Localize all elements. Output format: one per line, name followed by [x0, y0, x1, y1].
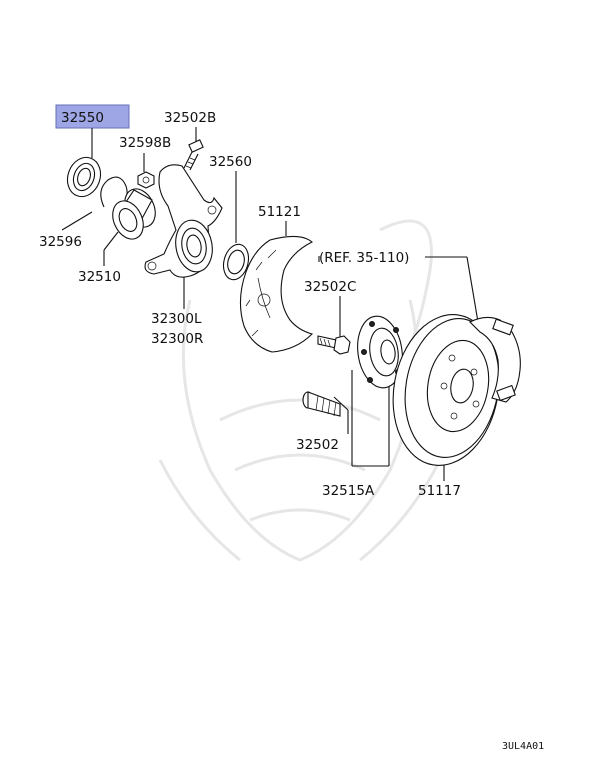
- label-32598b[interactable]: 32598B: [119, 135, 171, 151]
- label-32502[interactable]: 32502: [296, 437, 339, 453]
- label-32596[interactable]: 32596: [39, 234, 82, 250]
- diagram-code: 3UL4A01: [502, 741, 544, 752]
- label-32502c[interactable]: 32502C: [304, 279, 356, 295]
- label-ref-35-110[interactable]: (REF. 35-110): [319, 250, 409, 266]
- label-32560[interactable]: 32560: [209, 154, 252, 170]
- label-32300l[interactable]: 32300L: [151, 311, 202, 327]
- label-32515a[interactable]: 32515A: [322, 483, 375, 499]
- seal-32560: [222, 243, 250, 281]
- label-32502b[interactable]: 32502B: [164, 110, 216, 126]
- label-32550[interactable]: 32550: [61, 110, 104, 126]
- dust-shield-51121: [239, 235, 314, 353]
- brake-caliper: [469, 316, 521, 403]
- nut-32598b: [137, 171, 155, 189]
- bolt-32502c: [317, 335, 351, 355]
- wheel-hub-32515a: [357, 315, 403, 389]
- oil-seal-32550: [66, 156, 102, 198]
- steering-knuckle-32300: [144, 164, 223, 278]
- bearing-32510: [112, 188, 156, 240]
- bolt-32502b: [183, 139, 204, 171]
- label-51117[interactable]: 51117: [418, 483, 461, 499]
- brake-disc-51117: [392, 314, 500, 466]
- label-51121[interactable]: 51121: [258, 204, 301, 220]
- label-32510[interactable]: 32510: [78, 269, 121, 285]
- hub-bolt-32502: [302, 391, 341, 417]
- label-32300r[interactable]: 32300R: [151, 331, 203, 347]
